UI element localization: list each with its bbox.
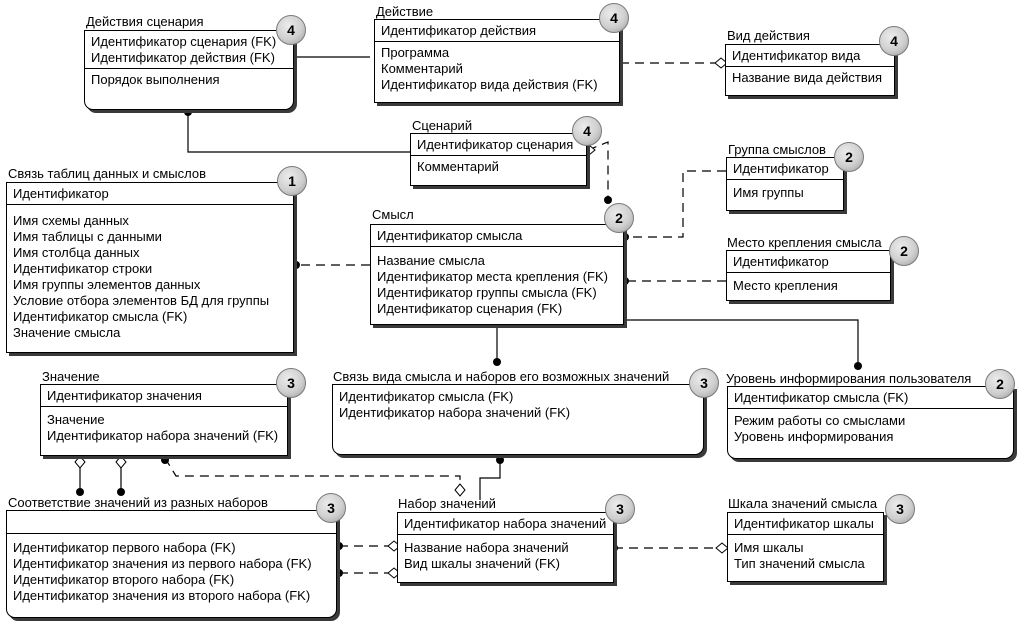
entity-title-table-meaning-link: Связь таблиц данных и смыслов [8, 166, 206, 181]
entity-user-info-level[interactable]: Идентификатор смысла (FK) Режим работы с… [727, 386, 1014, 459]
attr: Место крепления [733, 278, 838, 293]
attr: Комментарий [381, 61, 463, 76]
entity-title-scenario-actions: Действия сценария [86, 14, 204, 29]
entity-badge: 4 [572, 116, 602, 146]
attr: Имя столбца данных [13, 245, 140, 260]
key-attr: Идентификатор значения из второго набора… [13, 588, 311, 603]
entity-badge: 3 [276, 368, 306, 398]
attr: Вид шкалы значений (FK) [404, 556, 560, 571]
key-attr: Идентификатор сценария [417, 137, 574, 152]
entity-title-value: Значение [42, 369, 100, 384]
key-attr: Идентификатор значения [47, 388, 202, 403]
attr: Идентификатор вида действия (FK) [381, 77, 598, 92]
entity-badge: 2 [985, 369, 1015, 399]
attr: Название набора значений [404, 540, 569, 555]
entity-title-meaning-group: Группа смыслов [728, 142, 826, 157]
entity-badge: 2 [604, 203, 634, 233]
attr: Название смысла [377, 253, 485, 268]
entity-value[interactable]: Идентификатор значения Значение Идентифи… [40, 384, 288, 456]
attr: Идентификатор сценария (FK) [377, 301, 563, 316]
attr: Идентификатор группы смысла (FK) [377, 285, 597, 300]
entity-badge: 4 [879, 26, 909, 56]
attr: Идентификатор места крепления (FK) [377, 269, 608, 284]
entity-title-action-type: Вид действия [727, 28, 810, 43]
key-attr: Идентификатор смысла (FK) [734, 390, 909, 405]
attr: Идентификатор смысла (FK) [13, 309, 188, 324]
attr: Тип значений смысла [734, 556, 865, 571]
entity-badge: 2 [889, 236, 919, 266]
entity-title-user-info-level: Уровень информирования пользователя [726, 371, 972, 386]
entity-meaning-scale[interactable]: Идентификатор шкалы Имя шкалы Тип значен… [727, 512, 884, 582]
entity-meaning-group[interactable]: Идентификатор Имя группы [726, 157, 844, 211]
rel-valueset-link [479, 457, 501, 500]
attr: Идентификатор набора значений (FK) [47, 428, 279, 443]
entity-title-attach-place: Место крепления смысла [727, 235, 882, 250]
key-attr: Идентификатор второго набора (FK) [13, 572, 235, 587]
entity-meaning[interactable]: Идентификатор смысла Название смысла Иде… [370, 224, 624, 325]
rel-valueset-value [164, 457, 461, 484]
entity-title-meaning: Смысл [372, 207, 414, 222]
key-attr: Идентификатор вида [732, 48, 861, 63]
attr: Имя таблицы с данными [13, 229, 162, 244]
key-attr: Идентификатор действия (FK) [91, 50, 275, 65]
rel-scenario-meaning [587, 141, 609, 198]
key-attr: Идентификатор смысла (FK) [339, 389, 514, 404]
attr: Название вида действия [732, 70, 883, 85]
key-attr: Идентификатор набора значений (FK) [339, 405, 571, 420]
entity-attach-place[interactable]: Идентификатор Место крепления [726, 250, 891, 301]
entity-badge: 3 [689, 368, 719, 398]
entity-badge: 3 [316, 493, 346, 523]
entity-scenario[interactable]: Идентификатор сценария Комментарий [410, 133, 587, 186]
entity-meaning-valueset-link[interactable]: Идентификатор смысла (FK) Идентификатор … [332, 384, 704, 455]
entity-badge: 3 [885, 494, 915, 524]
attr: Уровень информирования [734, 429, 894, 444]
rel-value-correspondence [79, 460, 122, 492]
attr: Имя группы [733, 185, 804, 200]
rel-valueset-correspondence [339, 545, 390, 574]
attr: Имя схемы данных [13, 213, 129, 228]
entity-badge: 4 [599, 3, 629, 33]
entity-action-type[interactable]: Идентификатор вида Название вида действи… [725, 44, 895, 96]
attr: Идентификатор строки [13, 261, 153, 276]
key-attr: Идентификатор шкалы [734, 516, 874, 531]
key-attr: Идентификатор действия [381, 23, 537, 38]
rel-meaning-info-level [622, 319, 859, 364]
attr: Значение [47, 412, 105, 427]
attr: Комментарий [417, 159, 499, 174]
entity-action[interactable]: Идентификатор действия Программа Коммент… [374, 19, 620, 103]
entity-badge: 4 [276, 15, 306, 45]
key-attr: Идентификатор значения из первого набора… [13, 556, 312, 571]
key-attr: Идентификатор [13, 186, 109, 201]
entity-title-value-set: Набор значений [398, 496, 496, 511]
rel-group-meaning [628, 170, 726, 238]
key-attr: Идентификатор [733, 161, 829, 176]
key-attr: Идентификатор [733, 254, 829, 269]
entity-badge: 2 [834, 142, 864, 172]
entity-badge: 1 [277, 166, 307, 196]
attr: Программа [381, 45, 450, 60]
attr: Имя группы элементов данных [13, 277, 201, 292]
attr: Значение смысла [13, 325, 121, 340]
attr: Имя шкалы [734, 540, 804, 555]
key-attr: Идентификатор первого набора (FK) [13, 540, 236, 555]
entity-value-set[interactable]: Идентификатор набора значений Название н… [397, 512, 614, 583]
entity-table-meaning-link[interactable]: Идентификатор Имя схемы данных Имя табли… [6, 182, 294, 353]
attr: Порядок выполнения [91, 72, 220, 87]
attr: Условие отбора элементов БД для группы [13, 293, 270, 308]
entity-scenario-actions[interactable]: Идентификатор сценария (FK) Идентификато… [84, 30, 294, 110]
entity-title-meaning-scale: Шкала значений смысла [728, 496, 878, 511]
entity-title-scenario: Сценарий [412, 118, 473, 133]
entity-badge: 3 [605, 494, 635, 524]
attr: Режим работы со смыслами [734, 413, 906, 428]
key-attr: Идентификатор смысла [377, 228, 523, 243]
entity-title-action: Действие [376, 4, 434, 19]
rel-scenario-scenario-actions [187, 110, 412, 153]
key-attr: Идентификатор сценария (FK) [91, 34, 277, 49]
entity-title-meaning-valueset-link: Связь вида смысла и наборов его возможны… [333, 369, 670, 384]
key-attr: Идентификатор набора значений [404, 516, 607, 531]
entity-value-correspondence[interactable]: Идентификатор первого набора (FK) Иденти… [6, 510, 337, 618]
entity-title-value-correspondence: Соответствие значений из разных наборов [8, 495, 268, 510]
